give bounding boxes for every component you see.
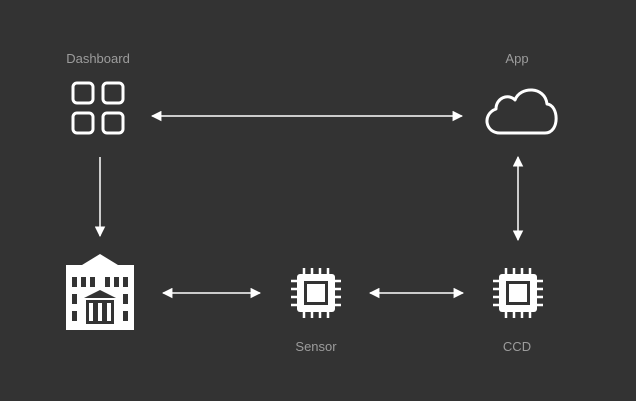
building-icon: [66, 254, 134, 330]
cloud-icon: [485, 88, 558, 135]
chip-icon: [291, 268, 341, 318]
dashboard-label: Dashboard: [66, 51, 130, 66]
edges: [94, 110, 524, 299]
ccd-label: CCD: [502, 339, 532, 354]
app-label: App: [505, 51, 529, 66]
sensor-label: Sensor: [295, 339, 337, 354]
grid-icon: [71, 81, 125, 135]
chip-icon: [493, 268, 543, 318]
